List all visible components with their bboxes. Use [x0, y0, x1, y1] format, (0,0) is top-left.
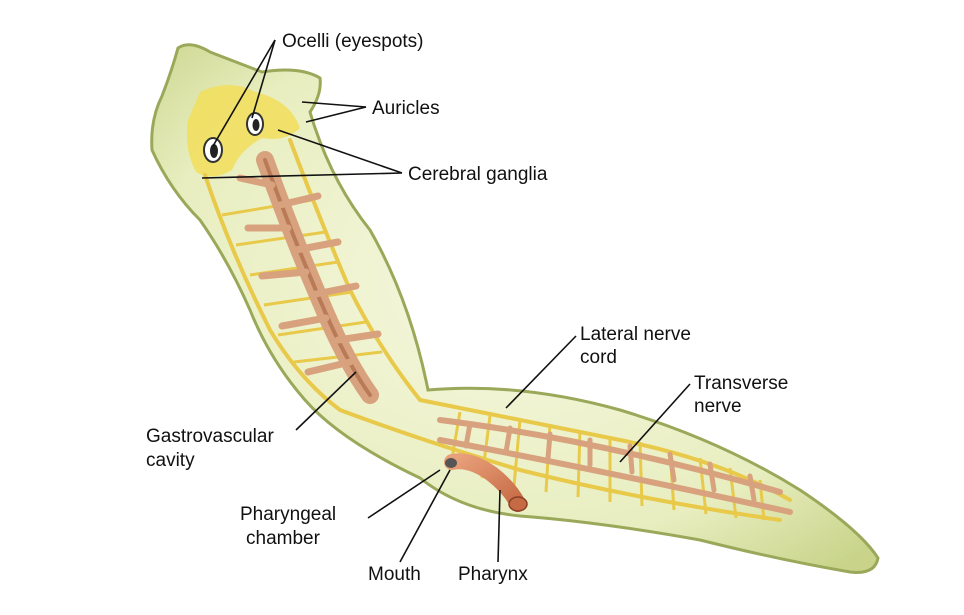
label-pharynx: Pharynx	[458, 564, 528, 585]
label-lateral-nerve-cord-line1: Lateral nerve	[580, 324, 691, 345]
ocelli-shapes	[203, 112, 264, 163]
gastrovascular-cavity	[236, 151, 793, 515]
label-cerebral-ganglia: Cerebral ganglia	[408, 164, 548, 185]
label-transverse-nerve-line1: Transverse	[694, 373, 788, 394]
planarian-body	[150, 43, 880, 574]
label-mouth: Mouth	[368, 564, 421, 585]
label-auricles: Auricles	[372, 98, 440, 119]
leader-lines	[201, 39, 691, 563]
label-ocelli: Ocelli (eyespots)	[282, 31, 424, 52]
label-gastrovascular-line1: Gastrovascular	[146, 426, 274, 447]
label-pharyngeal-line2: chamber	[246, 528, 321, 549]
nerve-cords	[203, 138, 792, 522]
label-transverse-nerve-line2: nerve	[694, 396, 742, 417]
label-gastrovascular-line2: cavity	[146, 450, 195, 471]
label-pharyngeal-line1: Pharyngeal	[240, 504, 336, 525]
label-lateral-nerve-cord-line2: cord	[580, 347, 617, 368]
pharynx-shape	[444, 453, 528, 512]
